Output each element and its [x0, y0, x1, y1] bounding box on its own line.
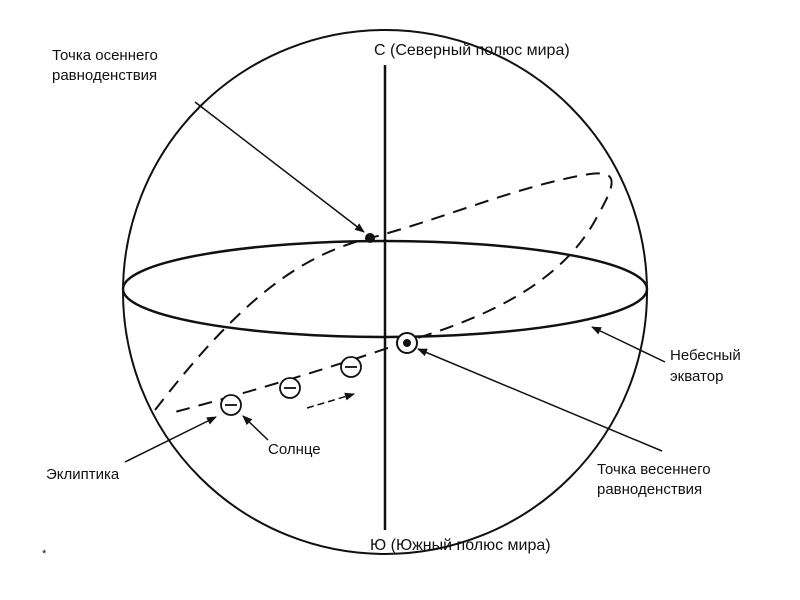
- sun-symbol: [220, 394, 242, 416]
- spring-equinox-pointer: [417, 348, 663, 452]
- ecliptic-path: [154, 172, 613, 413]
- spring-equinox-point: [403, 339, 411, 347]
- south-pole-label: Ю (Южный полюс мира): [370, 537, 551, 554]
- footnote-mark: *: [42, 548, 47, 560]
- sun-symbol: [279, 377, 301, 399]
- celestial-equator-label-line1: Небесный: [670, 347, 741, 364]
- autumn-equinox-point: [365, 233, 375, 243]
- spring-equinox-label-line2: равноденствия: [597, 481, 703, 498]
- sun-label: Солнце: [268, 441, 321, 458]
- sun-symbol: [340, 356, 362, 378]
- ecliptic-label: Эклиптика: [46, 466, 120, 483]
- celestial-equator-label-line2: экватор: [670, 368, 724, 385]
- ecliptic-pointer: [124, 416, 217, 463]
- north-pole-label: С (Северный полюс мира): [374, 42, 570, 59]
- autumn-equinox-label-line2: равноденствия: [52, 67, 158, 84]
- sun-pointer: [242, 415, 269, 441]
- autumn-equinox-label-line1: Точка осеннего: [52, 47, 158, 64]
- autumn-equinox-pointer: [194, 101, 365, 233]
- spring-equinox-label-line1: Точка весеннего: [597, 461, 711, 478]
- celestial-equator-pointer: [591, 326, 666, 363]
- sun-motion-arrow: [306, 392, 355, 409]
